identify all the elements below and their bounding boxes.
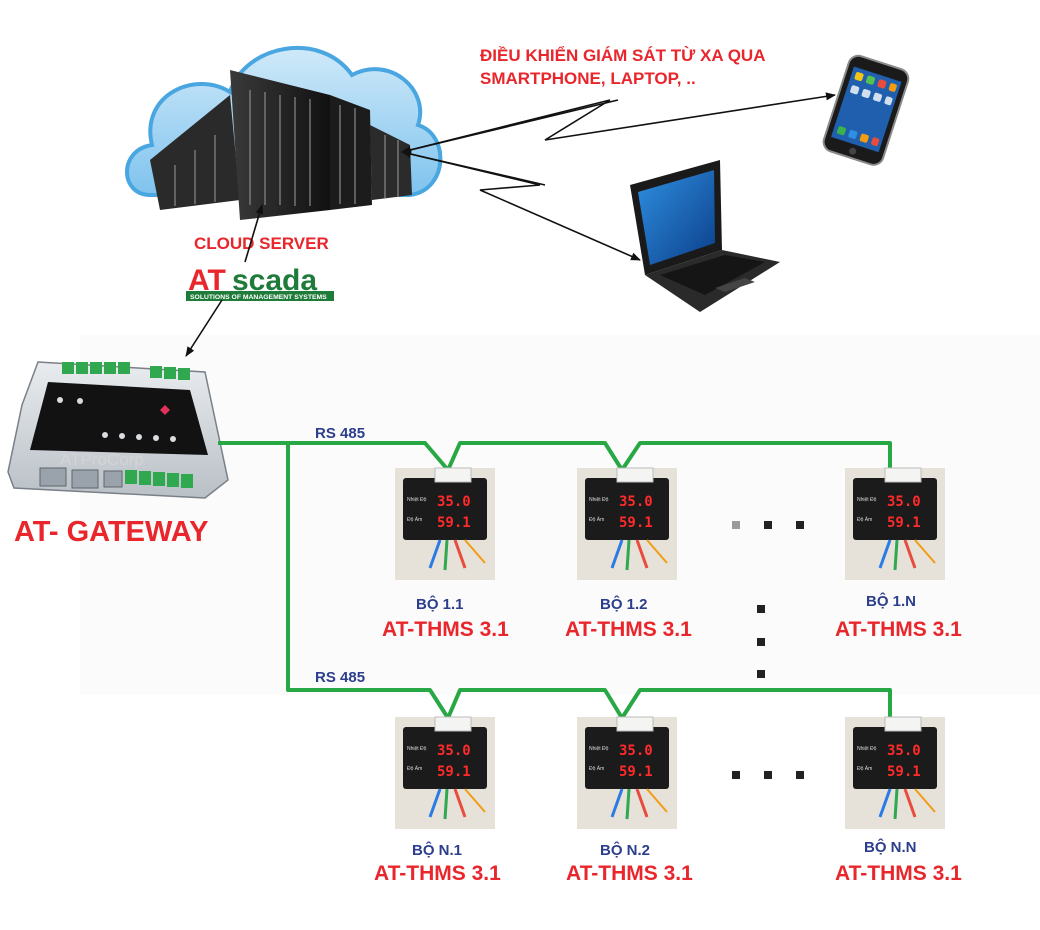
unit-label: BỘ 1.2 [600,595,648,613]
unit-label: BỘ N.1 [412,841,462,859]
display-label-humidity: Độ Ẩm [589,516,604,523]
remote-caption-line1: ĐIỀU KHIỂN GIÁM SÁT TỪ XA QUA [480,46,765,65]
model-label: AT-THMS 3.1 [374,862,501,885]
display-label-temp: Nhiệt Độ [407,746,427,752]
display-value-humidity: 59.1 [619,515,653,531]
rs485-label-row1: RS 485 [315,425,365,442]
server-icon [150,70,412,220]
gateway-label: AT- GATEWAY [14,516,208,548]
display-label-humidity: Độ Ẩm [589,765,604,772]
model-label: AT-THMS 3.1 [835,862,962,885]
display-label-humidity: Độ Ẩm [857,516,872,523]
unit-label: BỘ N.2 [600,841,650,859]
display-label-temp: Nhiệt Độ [589,746,609,752]
sensor-device-icon: Nhiệt Độ Độ Ẩm 35.0 59.1 [845,716,945,829]
gateway-cloud-link [185,204,264,357]
display-value-humidity: 59.1 [437,764,471,780]
display-value-temp: 35.0 [619,494,653,510]
display-value-humidity: 59.1 [437,515,471,531]
rs485-bus-row1 [218,441,892,472]
display-value-humidity: 59.1 [619,764,653,780]
display-label-temp: Nhiệt Độ [589,497,609,503]
sensor-device-icon: Nhiệt Độ Độ Ẩm 35.0 59.1 [395,716,495,829]
display-label-humidity: Độ Ẩm [407,765,422,772]
display-label-temp: Nhiệt Độ [407,497,427,503]
rs485-bus-row2 [286,443,892,720]
display-value-temp: 35.0 [437,743,471,759]
cloud-server-label: CLOUD SERVER [194,234,329,253]
display-label-humidity: Độ Ẩm [407,516,422,523]
wireless-link-laptop [401,150,641,261]
wireless-link-smartphone [401,92,836,154]
model-label: AT-THMS 3.1 [835,618,962,641]
remote-caption-line2: SMARTPHONE, LAPTOP, .. [480,69,696,88]
ellipsis-vertical [757,605,765,678]
atscada-logo: AT scada SOLUTIONS OF MANAGEMENT SYSTEMS [186,264,334,301]
display-value-humidity: 59.1 [887,764,921,780]
display-value-temp: 35.0 [437,494,471,510]
model-label: AT-THMS 3.1 [566,862,693,885]
display-value-temp: 35.0 [887,743,921,759]
sensor-device-icon: Nhiệt Độ Độ Ẩm 35.0 59.1 [577,467,677,580]
laptop-icon [630,160,780,312]
display-label-humidity: Độ Ẩm [857,765,872,772]
model-label: AT-THMS 3.1 [382,618,509,641]
display-label-temp: Nhiệt Độ [857,746,877,752]
unit-label: BỘ 1.N [866,592,916,610]
ellipsis-row1 [732,521,804,529]
gateway-watermark: ATProCorp [60,450,144,469]
display-label-temp: Nhiệt Độ [857,497,877,503]
sensor-device-icon: Nhiệt Độ Độ Ẩm 35.0 59.1 [845,467,945,580]
display-value-temp: 35.0 [619,743,653,759]
logo-tagline: SOLUTIONS OF MANAGEMENT SYSTEMS [190,294,327,301]
unit-label: BỘ 1.1 [416,595,464,613]
gateway-device-icon [7,361,229,499]
sensor-device-icon: Nhiệt Độ Độ Ẩm 35.0 59.1 [577,716,677,829]
ellipsis-row2 [732,771,804,779]
model-label: AT-THMS 3.1 [565,618,692,641]
display-value-humidity: 59.1 [887,515,921,531]
rs485-label-row2: RS 485 [315,669,365,686]
unit-label: BỘ N.N [864,838,917,856]
sensor-device-icon: Nhiệt Độ Độ Ẩm 35.0 59.1 [395,467,495,580]
display-value-temp: 35.0 [887,494,921,510]
smartphone-icon [822,54,910,166]
